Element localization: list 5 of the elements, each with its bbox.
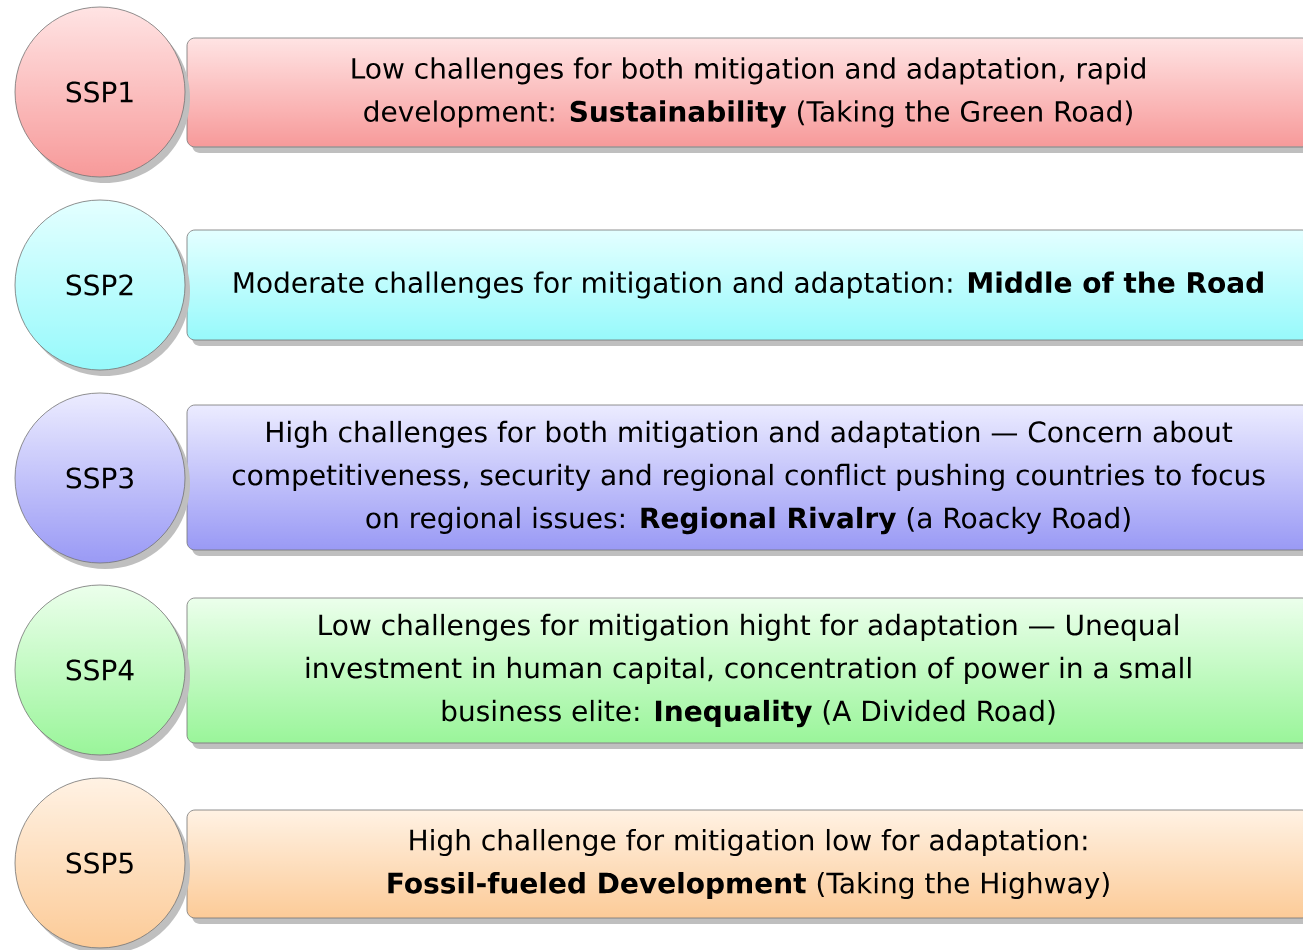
text-box: Moderate challenges for mitigation and adaptation: Middle of the Road bbox=[186, 229, 1303, 346]
text-box: High challenge for mitigation low for adaptation: Fossil-fueled Development (Taking the Highway) bbox=[186, 809, 1303, 924]
text-box: Low challenges for mitigation hight for adaptation — Unequal investment in human capital, concentration of power in a small business elite: Inequality (A Divided Road) bbox=[186, 597, 1303, 749]
text-box: High challenges for both mitigation and adaptation — Concern about competitiveness, security and regional conflict pushing countries to focus on regional issues: Regional Rivalry (a Roacky Road) bbox=[186, 404, 1303, 556]
text-box: Low challenges for both mitigation and adaptation, rapid development: Sustainability (Taking the Green Road) bbox=[186, 37, 1303, 153]
